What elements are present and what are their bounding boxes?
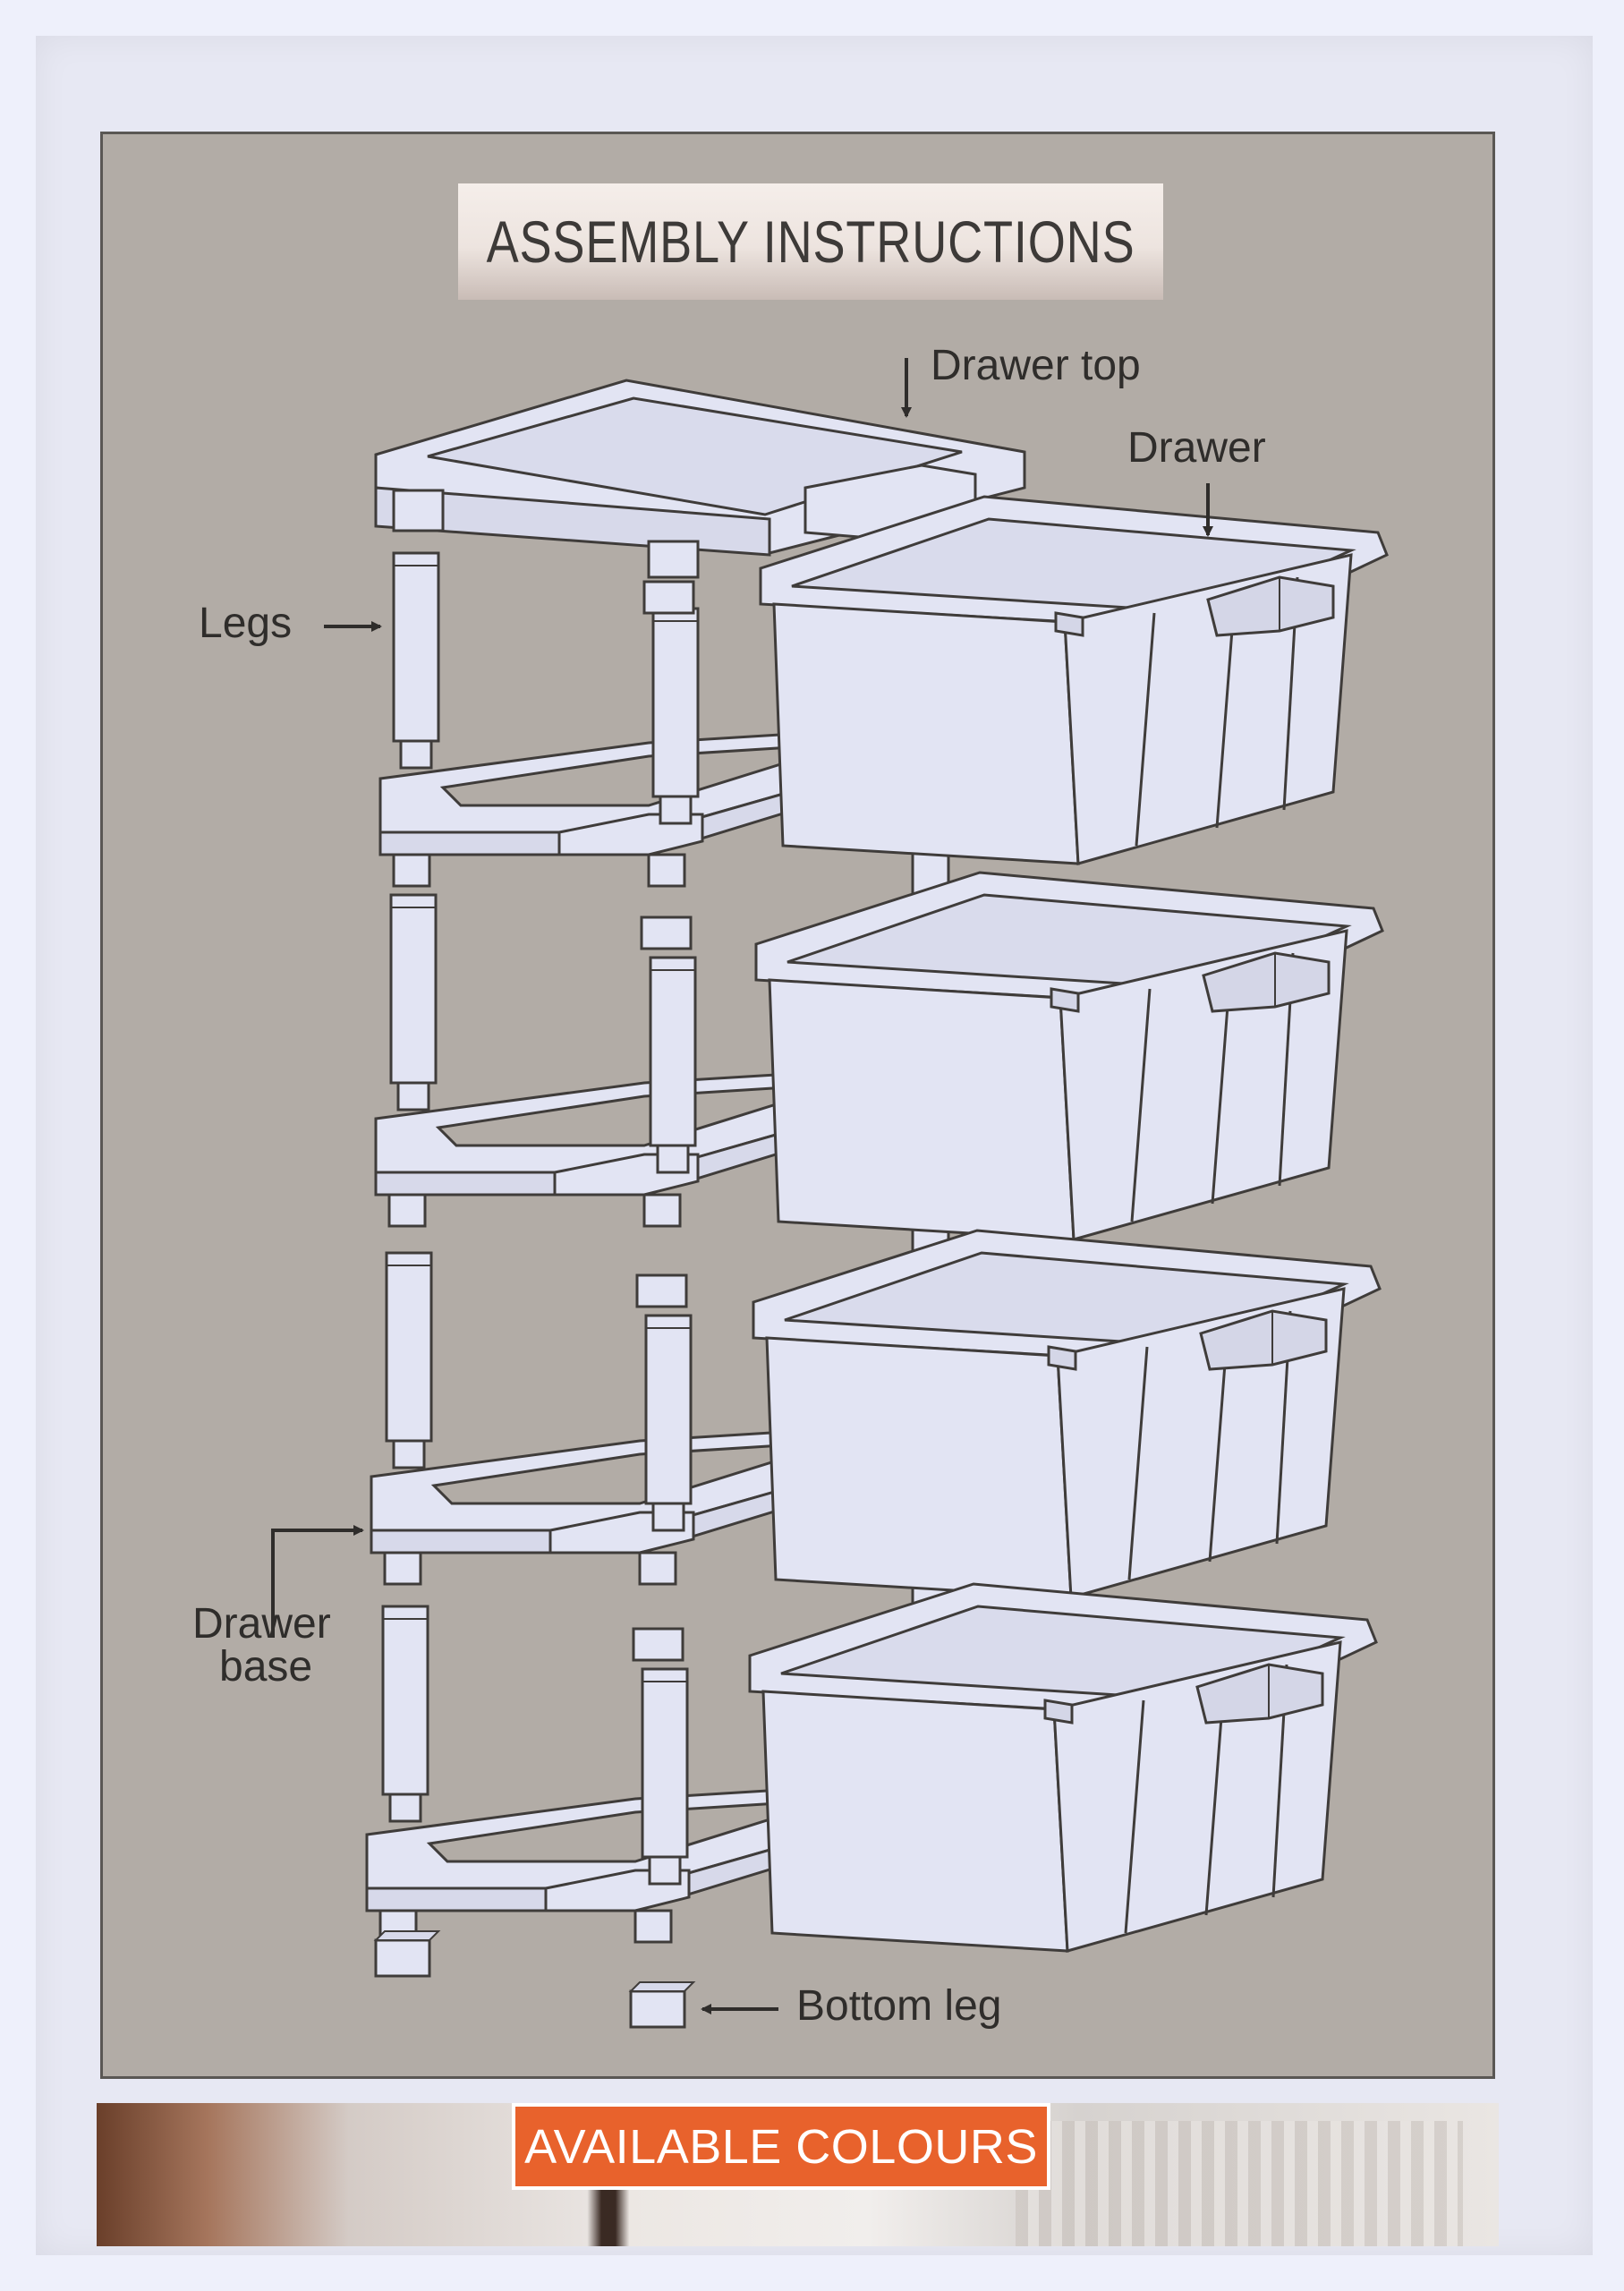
page-title: ASSEMBLY INSTRUCTIONS xyxy=(486,209,1135,275)
legs-tier-1 xyxy=(392,551,700,825)
label-bottom-leg: Bottom leg xyxy=(796,1982,1002,2030)
label-drawer-base-line1: Drawer xyxy=(192,1600,331,1648)
label-drawer-top: Drawer top xyxy=(931,342,1141,389)
drawer-bin-4 xyxy=(748,1582,1378,1953)
label-legs: Legs xyxy=(199,600,293,647)
drawer-base-arrow xyxy=(271,1525,364,1638)
drawer-bin-3 xyxy=(752,1229,1382,1599)
available-colours-badge: AVAILABLE COLOURS xyxy=(512,2103,1050,2190)
drawer-top-part xyxy=(374,379,1026,579)
legs-tier-4 xyxy=(381,1605,689,1886)
label-drawer: Drawer xyxy=(1127,424,1266,472)
background-shelf-image xyxy=(1016,2121,1463,2246)
label-drawer-base-line2: base xyxy=(219,1643,313,1691)
bottom-legs xyxy=(373,1930,696,2029)
legs-tier-2 xyxy=(389,893,697,1174)
drawer-bin-1 xyxy=(759,495,1389,865)
available-colours-text: AVAILABLE COLOURS xyxy=(524,2119,1038,2174)
legs-tier-3 xyxy=(385,1251,693,1532)
title-banner: ASSEMBLY INSTRUCTIONS xyxy=(458,183,1163,300)
drawer-bin-2 xyxy=(754,871,1384,1241)
callout-arrows xyxy=(271,358,1213,2014)
